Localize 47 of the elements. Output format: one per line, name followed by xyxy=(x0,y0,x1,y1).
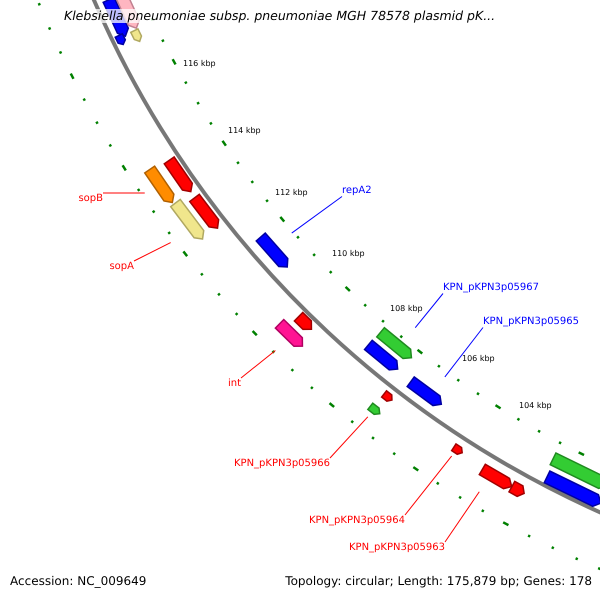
scale-label: 112 kbp xyxy=(275,188,308,198)
scale-label: 110 kbp xyxy=(332,249,365,258)
gene-label: KPN_pKPN3p05964 xyxy=(308,515,405,526)
leader-line xyxy=(330,416,368,458)
gene-label: KPN_pKPN3p05967 xyxy=(443,282,540,294)
leader-line xyxy=(291,196,342,234)
scale-label: 108 kbp xyxy=(390,304,423,314)
gene-label: repA2 xyxy=(342,185,372,196)
gene-feature xyxy=(163,156,194,192)
gene-feature xyxy=(363,339,398,371)
gene-label: KPN_pKPN3p05966 xyxy=(234,458,330,470)
gene-feature xyxy=(274,318,304,348)
leader-line xyxy=(134,242,172,262)
gene-label: sopB xyxy=(78,193,103,204)
gene-label: KPN_pKPN3p05963 xyxy=(348,542,445,554)
gene-label: int xyxy=(228,378,241,390)
gene-feature xyxy=(293,311,312,330)
title: Klebsiella pneumoniae subsp. pneumoniae MGH 78578 plasmid pK... xyxy=(64,9,496,24)
gene-label: sopA xyxy=(109,261,134,272)
leader-line xyxy=(240,350,276,378)
leader-line xyxy=(414,293,444,328)
gene-feature xyxy=(406,376,442,406)
scale-label: 104 kbp xyxy=(519,401,552,410)
gene-feature xyxy=(450,442,464,456)
scale-label: 114 kbp xyxy=(228,126,261,136)
gene-feature xyxy=(508,480,525,498)
leader-line xyxy=(444,327,484,378)
leader-line xyxy=(444,491,480,542)
leader-line xyxy=(404,456,452,516)
gene-feature xyxy=(170,198,204,240)
gene-feature xyxy=(114,32,126,46)
scale-label: 116 kbp xyxy=(183,59,216,68)
gene-feature xyxy=(144,165,175,204)
gene-feature xyxy=(376,326,412,360)
gene-feature xyxy=(543,470,600,508)
gene-feature xyxy=(255,232,289,268)
gene-feature xyxy=(380,390,393,402)
gene-feature xyxy=(130,28,142,42)
gene-feature xyxy=(188,193,220,229)
info-text: Topology: circular; Length: 175,879 bp; Genes: 178 xyxy=(285,575,592,589)
info-text: Accession: NC_009649 xyxy=(10,575,146,589)
gene-feature xyxy=(549,452,600,490)
leader-line xyxy=(102,192,146,194)
gene-feature xyxy=(366,402,381,416)
scale-label: 106 kbp xyxy=(462,354,495,364)
gene-feature xyxy=(478,463,513,490)
gene-label: KPN_pKPN3p05965 xyxy=(483,316,580,328)
